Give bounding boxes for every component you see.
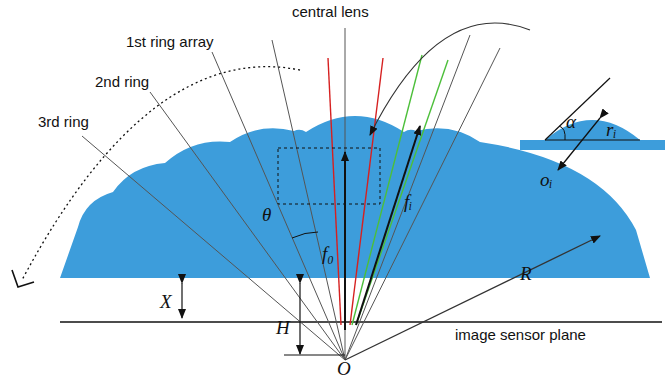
part-label: 3rd ring bbox=[38, 114, 89, 129]
radius-symbol: R bbox=[520, 264, 532, 283]
dimension-symbol: X bbox=[160, 292, 172, 311]
sweep-arrowhead bbox=[12, 270, 34, 287]
radius-arrow bbox=[345, 236, 600, 360]
h-dimension bbox=[299, 283, 300, 354]
part-label: 2nd ring bbox=[95, 74, 149, 89]
x-dimension bbox=[181, 283, 182, 318]
compound-eye-dome bbox=[60, 116, 650, 278]
central-lens-box bbox=[278, 148, 380, 204]
inset-tangent bbox=[545, 78, 610, 140]
focal-symbol: fᵢ bbox=[404, 192, 412, 211]
angle-symbol: α bbox=[566, 112, 576, 131]
part-label: 1st ring array bbox=[126, 34, 214, 49]
part-label: central lens bbox=[292, 4, 369, 19]
plane-label: image sensor plane bbox=[455, 327, 586, 342]
radius-symbol: rᵢ bbox=[606, 120, 616, 139]
f0-arrow bbox=[344, 152, 346, 330]
h-base-line bbox=[284, 355, 345, 356]
inset-pointer bbox=[370, 23, 530, 135]
angle-symbol: θ bbox=[262, 205, 271, 224]
inset-lenslet bbox=[545, 120, 640, 140]
inset-radius bbox=[558, 118, 600, 170]
center-symbol: oᵢ bbox=[540, 170, 553, 189]
inset-base bbox=[545, 140, 640, 141]
ring-rays bbox=[352, 55, 448, 325]
origin-label: O bbox=[337, 359, 351, 378]
inset-substrate bbox=[520, 140, 665, 150]
radial-lines bbox=[82, 28, 500, 360]
fi-arrow bbox=[356, 126, 420, 325]
theta-arc bbox=[292, 232, 318, 238]
central-rays bbox=[328, 58, 383, 325]
focal-symbol: f₀ bbox=[322, 244, 334, 263]
dimension-symbol: H bbox=[276, 318, 290, 337]
alpha-arc bbox=[559, 126, 565, 140]
ring-sweep-curve bbox=[22, 67, 300, 280]
sensor-line bbox=[60, 321, 662, 323]
